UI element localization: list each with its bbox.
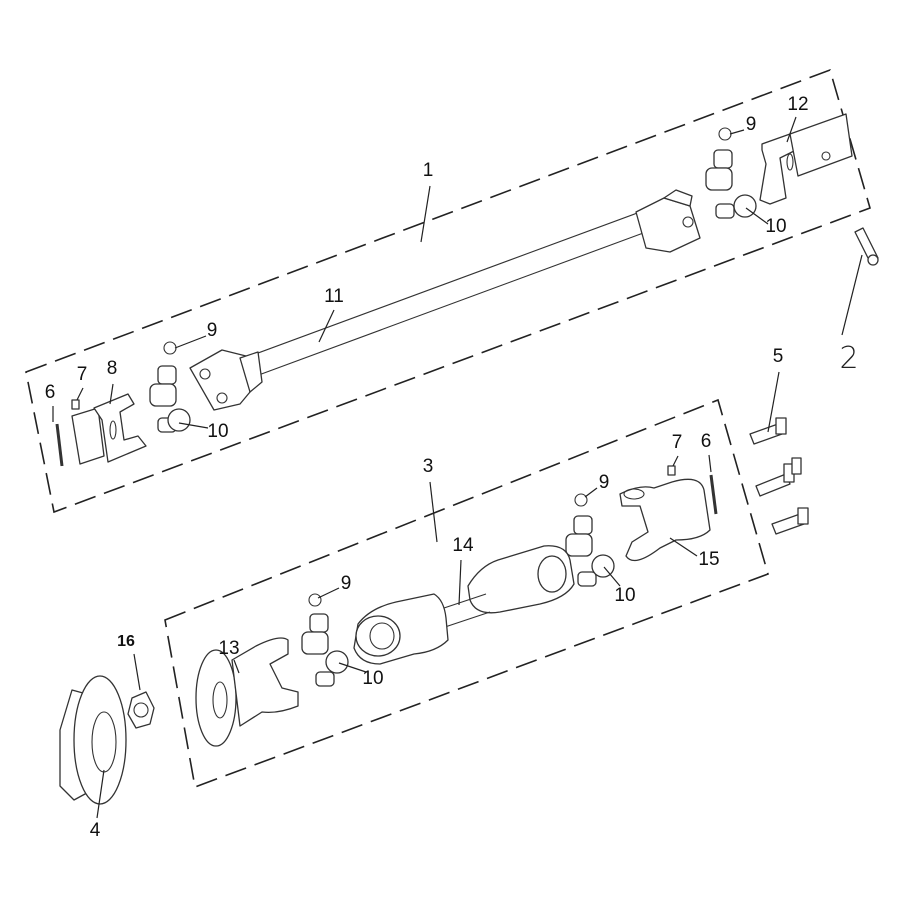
callout-label-snap-ring: 9 [746, 114, 757, 135]
callout-label-flange-yoke: 13 [218, 638, 239, 659]
snap-ring-lower-left [308, 593, 322, 607]
callout-label-bolt: 5 [773, 346, 784, 367]
universal-joint-cross-upper-left [149, 365, 191, 433]
upper-assembly-boundary [25, 68, 871, 514]
lower-assembly-boundary [164, 398, 769, 789]
callout-label-telescopic-shaft: 14 [452, 535, 474, 556]
leader-line-universal-joint-cross [178, 422, 209, 429]
telescopic-shaft-14 [353, 545, 575, 665]
universal-joint-cross-upper-right [705, 149, 757, 219]
upper-left-shaft-yoke [189, 349, 263, 411]
slip-yoke-15 [619, 478, 711, 562]
callout-label-snap-ring: 9 [599, 472, 610, 493]
roll-pin-upper [55, 423, 64, 467]
leader-line-flange-yoke [233, 659, 240, 674]
upper-right-shaft-yoke [635, 189, 701, 253]
yoke-8 [71, 393, 147, 465]
bolts-5 [749, 417, 809, 535]
leader-line-pin [841, 254, 863, 336]
callout-label-pin: 2 [839, 341, 858, 376]
leader-line-universal-joint-cross [603, 566, 621, 587]
roll-pin-lower [709, 474, 718, 515]
leader-line-slip-yoke [669, 537, 698, 557]
snap-ring-upper-left [163, 341, 177, 355]
callout-label-universal-joint-cross: 10 [614, 585, 635, 606]
leader-line-lower-shaft-assembly [429, 481, 438, 543]
grease-nipple-upper [71, 399, 80, 410]
callout-label-yoke: 8 [107, 358, 118, 379]
flange-yoke-13 [195, 637, 299, 747]
callout-label-snap-ring: 9 [341, 573, 352, 594]
leader-line-telescopic-shaft [458, 559, 462, 606]
snap-ring-lower-right [574, 493, 588, 507]
universal-joint-cross-lower-left [301, 613, 349, 687]
leader-line-snap-ring [174, 335, 207, 349]
callout-label-roll-pin: 6 [701, 431, 712, 452]
leader-line-snap-ring [729, 129, 745, 135]
leader-line-universal-joint-cross [745, 207, 769, 225]
callout-label-universal-joint-cross: 10 [765, 216, 786, 237]
leader-line-universal-joint-cross [338, 662, 367, 673]
leader-line-lock-nut [133, 653, 141, 691]
callout-label-upper-shaft-assembly: 1 [423, 160, 434, 181]
leader-line-snap-ring [317, 587, 340, 599]
callout-label-grease-nipple: 7 [672, 432, 683, 453]
snap-ring-upper-right [718, 127, 732, 141]
callout-label-slip-yoke: 15 [698, 549, 719, 570]
leader-line-upper-shaft-tube [318, 309, 335, 343]
callout-label-flange-hub: 4 [90, 820, 101, 841]
flange-hub-4 [59, 675, 127, 805]
callout-label-grease-nipple: 7 [77, 364, 88, 385]
callout-label-lower-shaft-assembly: 3 [423, 456, 434, 477]
callout-label-lock-nut: 16 [117, 633, 135, 650]
universal-joint-cross-lower-right [565, 515, 615, 587]
leader-line-snap-ring [584, 487, 598, 498]
leader-line-roll-pin [708, 454, 712, 473]
callout-label-universal-joint-cross: 10 [207, 421, 228, 442]
upper-shaft-tube [249, 211, 647, 377]
leader-line-grease-nipple [76, 387, 84, 401]
grease-nipple-lower [667, 465, 676, 476]
end-yoke-12 [759, 113, 853, 205]
callout-label-upper-shaft-tube: 11 [324, 286, 344, 307]
leader-line-flange-hub [96, 769, 105, 819]
leader-line-bolt [767, 371, 780, 433]
leader-line-upper-shaft-assembly [420, 185, 431, 243]
callout-label-snap-ring: 9 [207, 320, 218, 341]
leader-line-end-yoke [786, 116, 797, 143]
leader-line-grease-nipple [672, 455, 679, 467]
pin-2 [854, 227, 879, 266]
callout-label-roll-pin: 6 [45, 382, 56, 403]
lock-nut-16 [127, 691, 155, 729]
callout-label-universal-joint-cross: 10 [362, 668, 383, 689]
leader-line-yoke [109, 383, 114, 405]
callout-label-end-yoke: 12 [787, 94, 808, 115]
